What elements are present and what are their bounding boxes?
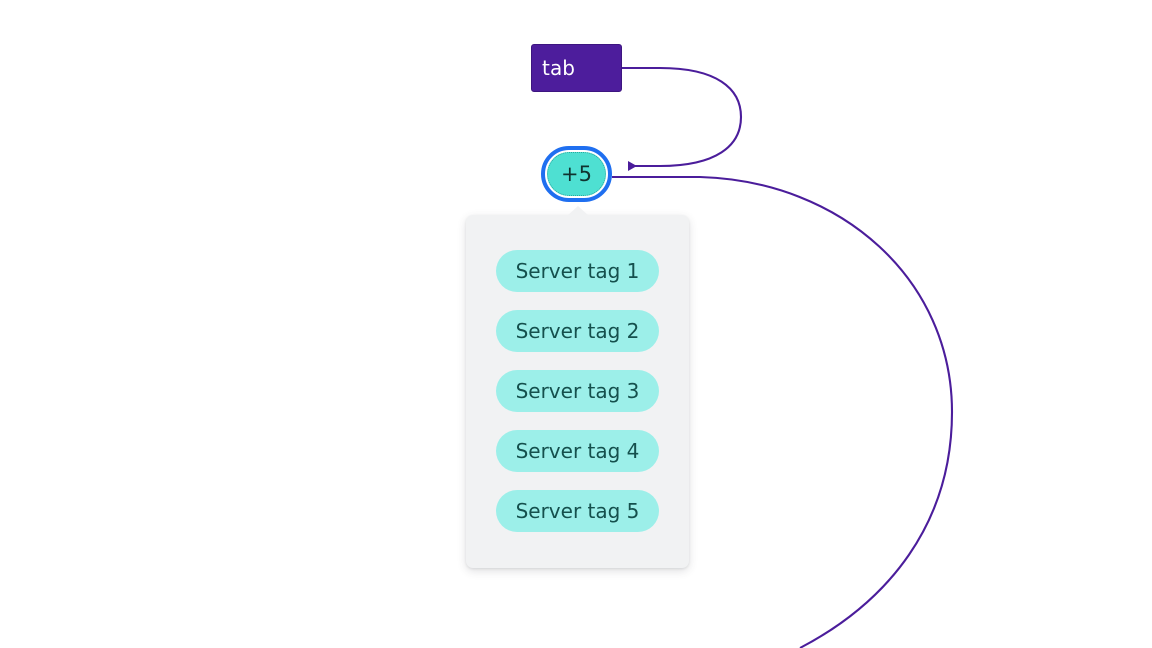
badge-count-label: +5	[561, 161, 592, 186]
server-tag-label: Server tag 4	[515, 439, 640, 463]
server-tag-label: Server tag 3	[515, 379, 640, 403]
server-tag-label: Server tag 5	[515, 499, 640, 523]
list-item[interactable]: Server tag 2	[496, 310, 659, 352]
list-item[interactable]: Server tag 4	[496, 430, 659, 472]
node-tab[interactable]: tab	[531, 44, 622, 92]
list-item[interactable]: Server tag 1	[496, 250, 659, 292]
popup-pointer-arrow	[566, 206, 589, 216]
edge-tab-to-badge[interactable]	[622, 66, 743, 171]
server-tag-label: Server tag 2	[515, 319, 640, 343]
server-tag-label: Server tag 1	[515, 259, 640, 283]
node-badge-plus-five[interactable]: +5	[541, 146, 612, 202]
list-item[interactable]: Server tag 5	[496, 490, 659, 532]
list-item[interactable]: Server tag 3	[496, 370, 659, 412]
server-tag-popup[interactable]: Server tag 1 Server tag 2 Server tag 3 S…	[466, 206, 689, 568]
badge-body[interactable]: +5	[547, 152, 606, 196]
node-tab-label: tab	[542, 56, 576, 80]
server-tag-list: Server tag 1 Server tag 2 Server tag 3 S…	[496, 250, 659, 532]
